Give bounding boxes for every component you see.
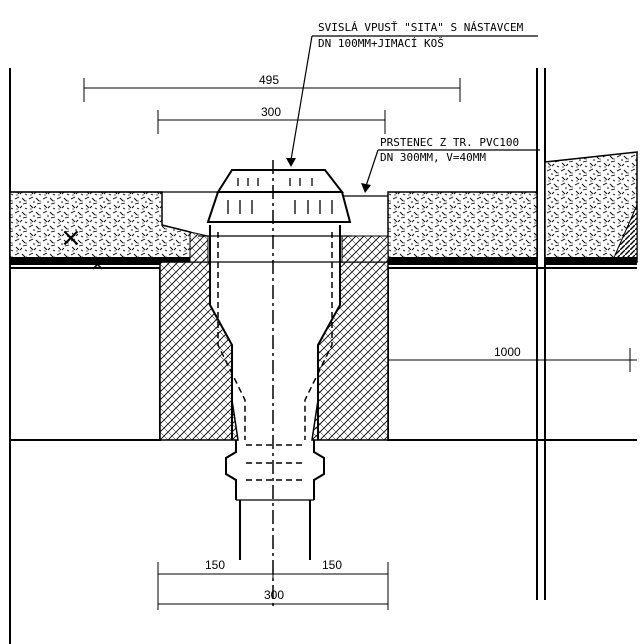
ring-label-line1: PRSTENEC Z TR. PVC100 [380,136,519,149]
wall-lines [9,68,546,644]
drain-label-line2: DN 100MM+JIMACÍ KOŠ [318,37,444,50]
hatch-mark: × [60,223,82,253]
outlet-pipe [225,440,325,560]
leader-lines [286,35,540,193]
drain-label-line1: SVISLÁ VPUSŤ "SITA" S NÁSTAVCEM [318,21,524,34]
drain-surround [159,231,389,441]
dim-bottom-right: 150 [322,558,342,572]
drain-body [198,225,352,440]
strainer-basket [206,169,352,223]
dim-right-side: 1000 [494,345,521,359]
dim-top-inner: 300 [261,105,281,119]
dimension-lines [83,78,637,610]
dim-bottom-left: 150 [205,558,225,572]
dim-bottom-total: 300 [264,588,284,602]
dim-top-overall: 495 [259,73,279,87]
ring-label-line2: DN 300MM, V=40MM [380,151,486,164]
